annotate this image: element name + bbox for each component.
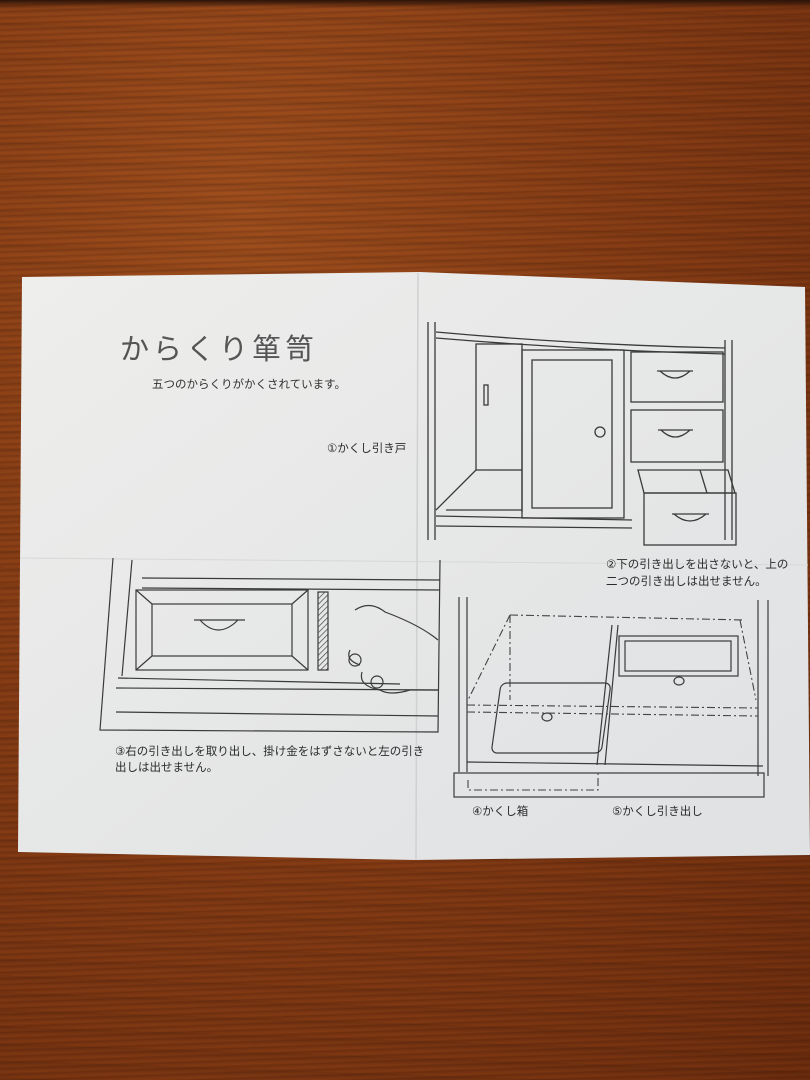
caption-drawer-order: ②下の引き出しを出さないと、上の二つの引き出しは出せません。: [606, 557, 789, 588]
subtitle: 五つのからくりがかくされています。: [152, 377, 347, 391]
figure-cabinet: [427, 322, 737, 546]
table-surface-edge: [0, 0, 810, 8]
page-title: からくり箪笥: [120, 332, 319, 366]
horizontal-fold: [19, 557, 809, 566]
caption-hidden-drawer: ⑤かくし引き出し: [612, 804, 703, 818]
caption-latch: ③右の引き出しを取り出し、掛け金をはずさないと左の引き出しは出せません。: [115, 744, 425, 774]
figure-hidden: [453, 597, 769, 798]
caption-hidden-sliding-door: ①かくし引き戸: [327, 441, 407, 455]
caption-hidden-box: ④かくし箱: [472, 804, 529, 818]
figure-latch: [99, 557, 441, 733]
vertical-fold: [415, 272, 419, 861]
hidden-dashed-lines: [466, 614, 759, 791]
